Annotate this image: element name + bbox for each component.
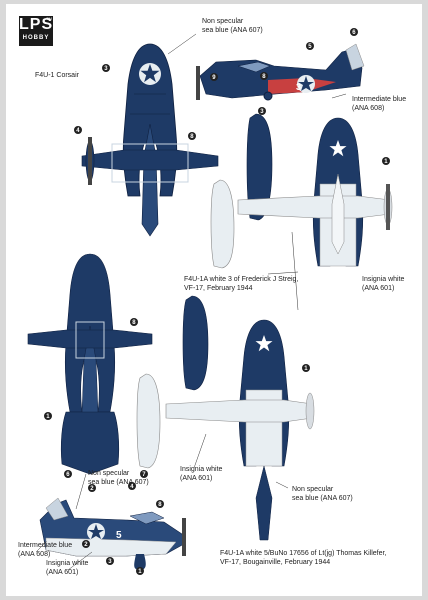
top-view-upper-left	[81, 43, 219, 237]
top-view-lower-left	[27, 253, 153, 440]
lps-hobby-logo: LPS HOBBY TM	[19, 16, 53, 46]
side-profile-lower-left	[39, 497, 186, 570]
callout-7: 7	[142, 472, 146, 478]
aircraft-profiles: 3 5 3 9 8 5 6 3 4 8 1 8 1 1	[27, 28, 393, 575]
callout-8c: 8	[132, 320, 136, 326]
callout-1c: 1	[304, 366, 308, 372]
callout-5a: 5	[308, 44, 312, 50]
label-intermediate-blue-top: Intermediate blue (ANA 608)	[352, 96, 407, 112]
tailplane-middle	[182, 295, 209, 391]
callout-3c: 3	[108, 559, 112, 565]
callout-2a: 2	[90, 486, 94, 492]
label-sea-blue-left: Non specular sea blue (ANA 607)	[88, 470, 149, 486]
label-sea-blue-right: Non specular sea blue (ANA 607)	[292, 486, 353, 502]
callout-8d: 8	[158, 502, 162, 508]
side-profile-upper-right	[196, 43, 365, 101]
callout-3b: 3	[260, 109, 264, 115]
callout-4a: 4	[76, 128, 80, 134]
scheme-1-caption: F4U-1A white 3 of Frederick J Streig, VF…	[184, 276, 299, 292]
decal-sheet: LPS HOBBY TM	[6, 4, 422, 596]
callout-1d: 1	[138, 569, 142, 575]
label-insignia-white-middle: Insignia white (ANA 601)	[180, 466, 223, 482]
underside-view-right	[210, 117, 393, 269]
aircraft-code-top: 3	[296, 82, 301, 92]
aircraft-code-bottom: 5	[116, 530, 122, 541]
callout-4b: 4	[130, 484, 134, 490]
callout-markers: 3 9 8 5 6 3 4 8 1 8 1 1 6 2 7 4 8 2 3 1	[44, 28, 390, 575]
callout-1a: 1	[384, 159, 388, 165]
logo-sub-text: HOBBY	[22, 35, 50, 41]
callout-8b: 8	[190, 134, 194, 140]
callout-8a: 8	[262, 74, 266, 80]
label-insignia-white-right: Insignia white (ANA 601)	[362, 276, 405, 292]
callout-2b: 2	[84, 542, 88, 548]
model-title: F4U-1 Corsair	[35, 72, 79, 79]
lower-fuselage-left	[60, 411, 120, 475]
logo-trademark: TM	[46, 16, 52, 21]
underside-view-lower-right	[136, 319, 315, 541]
label-insignia-white-left: Insignia white (ANA 601)	[46, 560, 89, 576]
callout-1b: 1	[46, 414, 50, 420]
logo-main-text: LPS	[19, 16, 54, 33]
label-sea-blue-top: Non specular sea blue (ANA 607)	[202, 18, 263, 34]
callout-9: 9	[212, 75, 216, 81]
scheme-2-caption: F4U-1A white 5/BuNo 17656 of Lt(jg) Thom…	[220, 550, 387, 566]
callout-6b: 6	[66, 472, 70, 478]
callout-3a: 3	[104, 66, 108, 72]
callout-6a: 6	[352, 30, 356, 36]
label-intermediate-blue-left: Intermediate blue (ANA 608)	[18, 542, 73, 558]
leader-lines	[35, 33, 347, 571]
